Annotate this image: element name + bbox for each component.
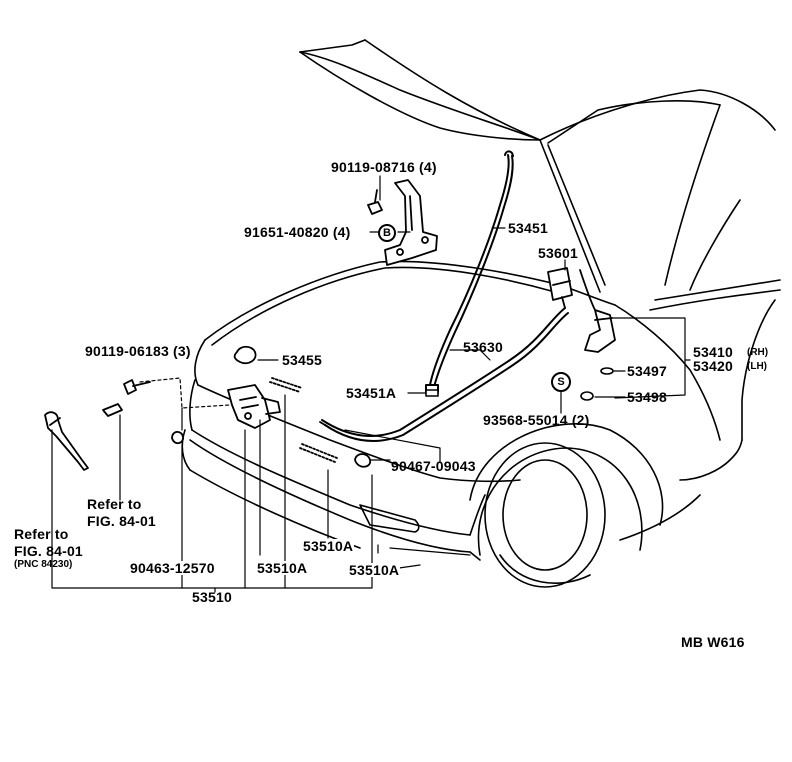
hood-lock-control xyxy=(547,267,616,353)
spring-pins xyxy=(269,377,338,463)
refer-note-fig-84-01-a-line2: FIG. 84-01 xyxy=(87,513,156,529)
part-label-53510: 53510 xyxy=(192,589,232,605)
part-label-91651-40820: 91651-40820 (4) xyxy=(244,224,351,240)
part-label-53455: 53455 xyxy=(282,352,322,368)
rod-holder xyxy=(425,389,439,397)
hood-lock-assembly xyxy=(227,384,281,429)
release-cable xyxy=(321,307,569,442)
part-label-53601: 53601 xyxy=(538,245,578,261)
part-label-90119-08716: 90119-08716 (4) xyxy=(331,159,437,175)
hood-support-rod xyxy=(425,150,514,393)
clip-90467 xyxy=(354,453,371,468)
part-label-53410-side: (RH) xyxy=(747,347,769,358)
refer-note-fig-84-01-b-line2: FIG. 84-01 xyxy=(14,543,83,559)
part-label-53451: 53451 xyxy=(508,220,548,236)
screw-marker-circle: S xyxy=(551,372,571,392)
leader-lines xyxy=(51,175,691,593)
washer-53497 xyxy=(600,367,614,375)
refer-note-pnc: (PNC 84230) xyxy=(14,559,73,570)
part-label-93568-55014: 93568-55014 (2) xyxy=(483,412,590,428)
refer-note-fig-84-01-a-line1: Refer to xyxy=(87,496,142,512)
part-label-53420: 53420 xyxy=(693,358,733,374)
refer-note-fig-84-01-b-line1: Refer to xyxy=(14,526,69,542)
part-label-53510a-right: 53510A xyxy=(348,562,401,578)
lock-bolt xyxy=(123,379,151,395)
part-label-53420-side: (LH) xyxy=(747,361,767,372)
hood-hinge-bracket xyxy=(384,179,438,266)
front-wheel xyxy=(469,423,664,588)
washer-53498 xyxy=(580,391,594,401)
part-label-53510a-lower: 53510A xyxy=(256,560,309,576)
clip-90463 xyxy=(171,430,184,445)
part-label-53510a-upper: 53510A xyxy=(302,538,355,554)
release-lever xyxy=(44,411,89,471)
part-label-53497: 53497 xyxy=(627,363,667,379)
part-label-90463-12570: 90463-12570 xyxy=(129,560,216,576)
cable-clip xyxy=(102,403,123,417)
part-label-53410: 53410 xyxy=(693,344,733,360)
part-label-53451a: 53451A xyxy=(346,385,397,401)
bolt-marker-circle: B xyxy=(378,224,396,242)
part-label-90119-06183: 90119-06183 (3) xyxy=(85,343,191,359)
drawing-code: MB W616 xyxy=(681,634,745,650)
hinge-bolt xyxy=(367,189,383,215)
part-label-90467-09043: 90467-09043 xyxy=(391,458,476,474)
lock-spring xyxy=(233,345,257,365)
windshield-roof xyxy=(539,89,781,311)
hood-panel xyxy=(299,39,541,141)
part-label-53630: 53630 xyxy=(463,339,503,355)
part-label-53498: 53498 xyxy=(627,389,667,405)
